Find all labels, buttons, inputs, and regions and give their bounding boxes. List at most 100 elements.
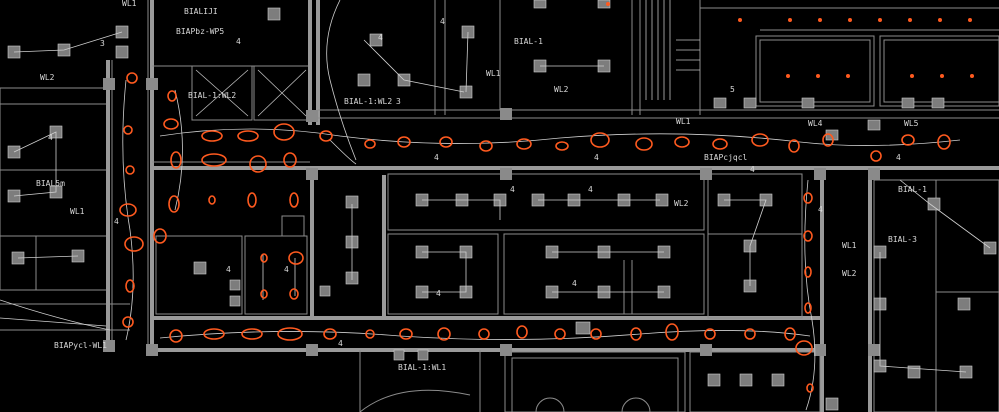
luminaire [630,327,642,341]
arch [621,397,651,412]
label-circuit: WL1 [70,207,85,216]
luminaire [803,230,813,242]
luminaire [665,323,679,341]
luminaire [201,153,227,167]
luminaire [516,325,528,339]
label-count: 4 [510,185,515,194]
luminaire [167,90,177,102]
luminaire-dot [786,74,790,78]
label-count: 4 [818,205,823,214]
label-count: 4 [436,289,441,298]
luminaire-dot [910,74,914,78]
luminaire-dot [848,18,852,22]
luminaire [125,279,135,293]
luminaire-dot [818,18,822,22]
luminaire [439,136,453,148]
label-count: 4 [378,33,383,42]
room-outline [503,233,705,315]
label-panel: BIAL-3 [888,235,917,244]
luminaire [803,192,813,204]
luminaire-dot [816,74,820,78]
luminaire [260,289,268,299]
luminaire [590,132,610,148]
luminaire [751,133,769,147]
label-panel: BIAPycl-WL1 [54,341,107,350]
label-count: 4 [434,153,439,162]
luminaire [123,125,133,135]
label-panel: BIAL-1:WL2 [344,97,392,106]
shaft-outline [191,65,253,121]
luminaire [806,383,814,393]
luminaire [365,329,375,339]
luminaire [323,328,337,340]
label-panel: BIAL-1 [898,185,927,194]
label-panel: BIAL-1 [514,37,543,46]
curve-wall [359,389,471,412]
luminaire [804,302,812,314]
luminaire-dot [846,74,850,78]
luminaire [364,139,376,149]
luminaire [283,152,297,168]
label-count: 4 [338,339,343,348]
luminaire [555,141,569,151]
label-circuit: WL4 [808,119,823,128]
luminaire [744,328,756,340]
arch [535,397,565,412]
luminaire [201,130,223,142]
room-outline [155,235,243,315]
luminaire [289,288,299,300]
annotations: BIALIJI BIAPbz-WP5 3 WL2 4 BIAL-1:WL2 BI… [36,0,927,372]
room-outline [759,39,871,103]
luminaire-dot [606,2,610,6]
luminaire [119,203,137,217]
luminaire [674,136,690,148]
luminaire [437,327,451,341]
room-outline [689,351,821,412]
room-outline [879,35,999,107]
luminaire-dot [738,18,742,22]
luminaire [273,123,295,141]
shaft-cross [195,69,249,117]
stair-hatch [645,0,700,100]
luminaire [169,329,183,343]
luminaire [478,328,490,340]
luminaire [208,195,216,205]
luminaire [590,328,602,340]
luminaire-dot [938,18,942,22]
room-outline [707,173,803,319]
luminaire [901,134,915,146]
label-circuit: WL1 [122,0,137,8]
label-circuit: WL1 [842,241,857,250]
luminaire-dot [788,18,792,22]
label-panel: BIAL5m [36,179,65,188]
label-panel: BIAL-1:WL2 [188,91,236,100]
label-circuit: WL2 [554,85,569,94]
luminaire [635,137,653,151]
label-circuit: WL5 [904,119,919,128]
luminaire-dot [878,18,882,22]
door-outline [281,215,305,237]
label-circuit: WL1 [486,69,501,78]
luminaire [712,138,728,150]
luminaire [554,328,566,340]
shaft-cross [257,69,307,117]
luminaire [241,328,263,340]
label-count: 3 [100,39,105,48]
label-circuit: WL2 [842,269,857,278]
label-count: 4 [226,265,231,274]
luminaire [122,316,134,328]
room-outline [883,39,999,103]
label-count: 4 [114,217,119,226]
luminaire [203,328,225,340]
luminaire [289,192,299,208]
room-outline [244,235,308,315]
room-outline [387,173,705,231]
luminaire [237,130,259,142]
room-outline [387,233,499,315]
label-panel: BIAPcjqcl [704,153,748,162]
luminaire [937,134,951,150]
label-count: 4 [440,17,445,26]
label-count: 4 [896,153,901,162]
